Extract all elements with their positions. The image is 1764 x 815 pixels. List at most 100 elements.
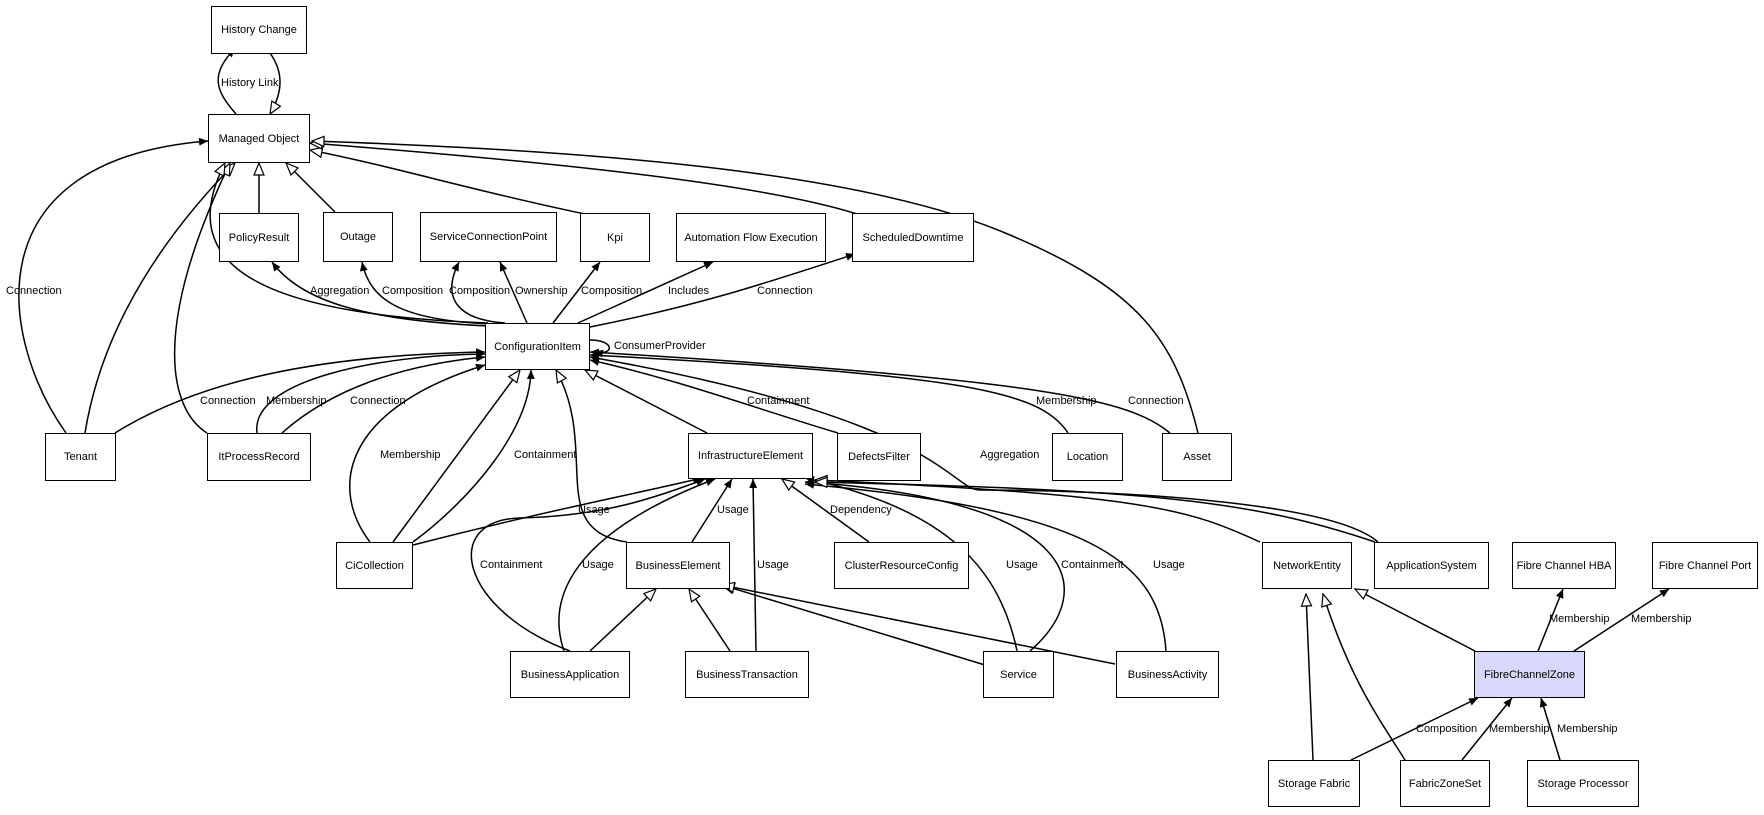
label-ci-composition-kpi: Composition (581, 285, 643, 297)
node-defects-filter[interactable]: DefectsFilter (837, 433, 921, 481)
edge-itpr-inherit-mo (173, 163, 231, 434)
edge-fcz-membership-hba (1537, 588, 1564, 652)
edge-kpi-inherit-mo (310, 150, 586, 215)
edge-fcz-inherit-ne (1355, 589, 1476, 652)
node-managed-object[interactable]: Managed Object (208, 114, 310, 163)
node-business-application[interactable]: BusinessApplication (510, 651, 630, 698)
node-fibre-channel-hba[interactable]: Fibre Channel HBA (1512, 542, 1616, 589)
node-business-element[interactable]: BusinessElement (626, 542, 730, 589)
edge-cicoll-usage-ie (412, 476, 703, 546)
edge-be-usage-ie (691, 478, 733, 543)
node-storage-fabric[interactable]: Storage Fabric (1268, 760, 1360, 807)
edge-fzs-membership-fcz (1461, 697, 1513, 761)
edge-ba-inherit-be (589, 589, 656, 652)
label-appsys-aggregation-ci: Aggregation (980, 449, 1040, 461)
node-fibre-channel-zone[interactable]: FibreChannelZone (1474, 651, 1585, 698)
edge-appsys-inherit-ie (815, 482, 1376, 543)
edge-itpr-membership-ci (256, 350, 486, 434)
node-kpi[interactable]: Kpi (580, 213, 650, 262)
label-ci-composition-scp: Composition (449, 285, 511, 297)
edge-outage-inherit-mo (286, 163, 336, 213)
edge-location-membership-ci (589, 351, 1069, 434)
edge-ci-composition-scp (451, 261, 506, 324)
node-storage-processor[interactable]: Storage Processor (1527, 760, 1639, 807)
node-service-connection-point[interactable]: ServiceConnectionPoint (420, 212, 557, 262)
edge-bact-inherit-be (722, 585, 1116, 665)
edge-itpr-connection-ci (281, 353, 486, 434)
node-tenant[interactable]: Tenant (45, 433, 116, 481)
edge-tenant-connection-mo (18, 137, 209, 434)
label-ci-ownership-scp: Ownership (515, 285, 568, 297)
label-ci-includes-afe: Includes (668, 285, 709, 297)
label-be-usage-ie: Usage (717, 504, 749, 516)
edge-appsys-aggregation-ci (589, 354, 1379, 543)
edge-asset-inherit-mo (312, 141, 1199, 434)
edge-bact-usage-ie (804, 480, 1167, 652)
edge-ci-aggregation-policy (271, 261, 489, 327)
node-cluster-resource-config[interactable]: ClusterResourceConfig (834, 542, 969, 589)
edge-ci-connection-sd (589, 252, 856, 328)
edge-fzs-inherit-ne (1323, 594, 1406, 761)
label-asset-connection-ci: Connection (1128, 395, 1184, 407)
edge-ci-composition-outage (359, 261, 491, 325)
edge-crc-dependency-ie (782, 479, 870, 543)
node-it-process-record[interactable]: ItProcessRecord (207, 433, 311, 481)
edge-cicoll-membership-ci (349, 363, 486, 543)
label-ba-usage-ie: Usage (582, 559, 614, 571)
label-bt-usage-ie: Usage (757, 559, 789, 571)
node-service[interactable]: Service (983, 651, 1054, 698)
label-sf-composition-fcz: Composition (1416, 723, 1478, 735)
label-cicoll-usage-ie: Usage (578, 504, 610, 516)
edge-sf-inherit-ne (1306, 594, 1314, 761)
node-business-activity[interactable]: BusinessActivity (1116, 651, 1219, 698)
edge-ba-containment-ie (470, 478, 706, 652)
label-svc-usage-ie: Usage (1006, 559, 1038, 571)
edge-ie-inherit-ci (585, 370, 708, 434)
node-network-entity[interactable]: NetworkEntity (1262, 542, 1352, 589)
label-defects-containment-ci: Containment (747, 395, 810, 407)
node-infrastructure-element[interactable]: InfrastructureElement (688, 433, 813, 479)
edge-history-inherit (265, 47, 280, 114)
node-application-system[interactable]: ApplicationSystem (1374, 542, 1489, 589)
node-fabric-zone-set[interactable]: FabricZoneSet (1400, 760, 1490, 807)
label-ci-aggregation-policy: Aggregation (310, 285, 370, 297)
node-configuration-item[interactable]: ConfigurationItem (485, 323, 590, 370)
edge-sp-membership-fcz (1539, 697, 1561, 761)
edge-svc-containment-ie (804, 478, 1065, 652)
edge-bt-inherit-be (689, 589, 731, 652)
edge-sd-inherit-mo (310, 143, 858, 215)
label-crc-dependency-ie: Dependency (830, 504, 892, 516)
label-history-link: History Link (221, 77, 279, 89)
edge-bt-usage-ie (749, 478, 758, 652)
node-automation-flow-execution[interactable]: Automation Flow Execution (676, 213, 826, 262)
edge-tenant-connection-ci (114, 348, 486, 434)
label-itpr-connection-ci: Connection (350, 395, 406, 407)
node-ci-collection[interactable]: CiCollection (336, 542, 413, 589)
node-location[interactable]: Location (1052, 433, 1123, 481)
label-cicoll-membership-ci: Membership (380, 449, 441, 461)
label-cicoll-containment-ci: Containment (514, 449, 577, 461)
node-asset[interactable]: Asset (1162, 433, 1232, 481)
node-business-transaction[interactable]: BusinessTransaction (685, 651, 809, 698)
edge-sf-composition-fcz (1350, 697, 1479, 761)
node-outage[interactable]: Outage (323, 212, 393, 262)
label-svc-containment-ie: Containment (1061, 559, 1124, 571)
edge-fcz-membership-port (1573, 588, 1670, 652)
node-fibre-channel-port[interactable]: Fibre Channel Port (1652, 542, 1758, 589)
label-location-membership-ci: Membership (1036, 395, 1097, 407)
node-history-change[interactable]: History Change (211, 6, 307, 54)
edge-tenant-inherit-mo (84, 163, 235, 434)
edge-history-link (217, 47, 237, 115)
label-ci-consumer-provider: ConsumerProvider (614, 340, 706, 352)
label-sp-membership-fcz: Membership (1557, 723, 1618, 735)
label-fcz-membership-hba: Membership (1549, 613, 1610, 625)
edge-cicoll-inherit-ci (392, 370, 520, 543)
edge-ba-usage-ie (558, 478, 716, 652)
edge-ci-includes-afe (577, 261, 714, 324)
node-policy-result[interactable]: PolicyResult (219, 213, 299, 262)
edge-svc-inherit-be (722, 585, 986, 666)
node-scheduled-downtime[interactable]: ScheduledDowntime (852, 213, 974, 262)
label-ba-containment-ie: Containment (480, 559, 543, 571)
